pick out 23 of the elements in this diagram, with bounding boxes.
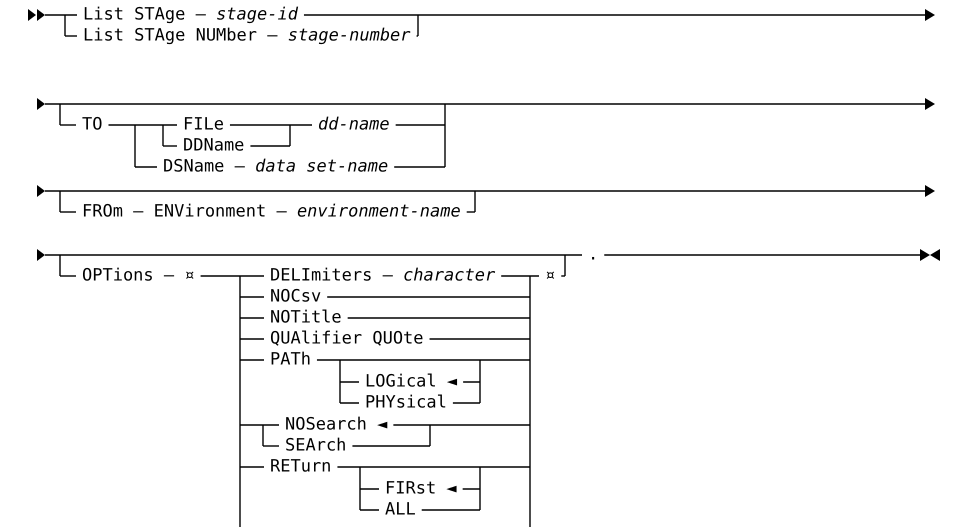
syntax-keyword: NOCsv bbox=[270, 288, 322, 306]
syntax-keyword: DDName bbox=[183, 136, 244, 156]
syntax-option: FROm – ENVironment – environment-name bbox=[82, 202, 461, 222]
syntax-keyword: PHYsical bbox=[365, 394, 447, 412]
syntax-option: DELImiters – character bbox=[270, 266, 496, 286]
syntax-keyword: NOTitle bbox=[270, 308, 342, 328]
syntax-keyword: FILe bbox=[183, 116, 224, 134]
terminator-period: . bbox=[588, 246, 598, 264]
syntax-option: DSName – data set-name bbox=[163, 158, 388, 176]
syntax-option: List STAge – stage-id bbox=[83, 6, 298, 24]
syntax-keyword: SEArch bbox=[285, 436, 346, 456]
syntax-keyword: QUAlifier QUOte bbox=[270, 330, 424, 348]
syntax-keyword: RETurn bbox=[270, 458, 332, 476]
syntax-keyword: FIRst ◄ bbox=[385, 480, 457, 498]
syntax-keyword: PATh bbox=[270, 350, 311, 370]
syntax-option: List STAge NUMber – stage-number bbox=[83, 26, 411, 46]
syntax-keyword: TO bbox=[82, 116, 102, 134]
syntax-keyword: NOSearch ◄ bbox=[285, 416, 388, 434]
syntax-option: OPTions – ¤ bbox=[82, 266, 195, 286]
syntax-variable: dd-name bbox=[318, 116, 390, 134]
repeat-symbol: ¤ bbox=[545, 266, 556, 286]
syntax-keyword: LOGical ◄ bbox=[365, 372, 458, 392]
syntax-keyword: ALL bbox=[385, 500, 416, 520]
